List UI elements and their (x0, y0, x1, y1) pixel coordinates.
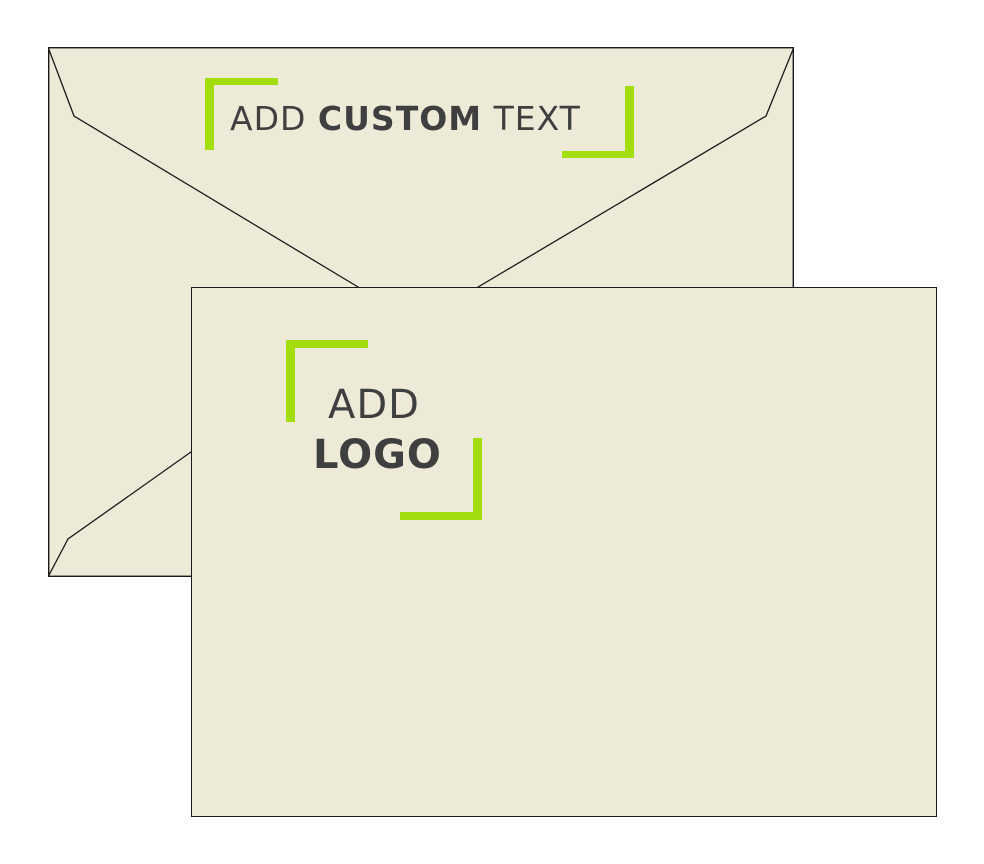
logo-placeholder-line1: ADD (328, 382, 420, 428)
logo-placeholder-line2: LOGO (313, 432, 442, 478)
custom-text-bracket-bottom-right (562, 86, 634, 158)
envelope-bottom-left-line (48, 446, 199, 577)
custom-text-prefix: ADD (230, 99, 307, 138)
logo-bracket-top-left (286, 340, 368, 422)
card-front (191, 287, 937, 817)
envelope-flap-right-line (467, 47, 794, 294)
custom-text-bracket-top-left (205, 78, 278, 150)
custom-text-suffix: TEXT (493, 99, 581, 138)
logo-bracket-bottom-right (400, 438, 482, 520)
custom-text-bold: CUSTOM (317, 99, 483, 138)
custom-text-placeholder: ADD CUSTOM TEXT (230, 97, 581, 141)
envelope-flap-left-line (48, 47, 369, 294)
